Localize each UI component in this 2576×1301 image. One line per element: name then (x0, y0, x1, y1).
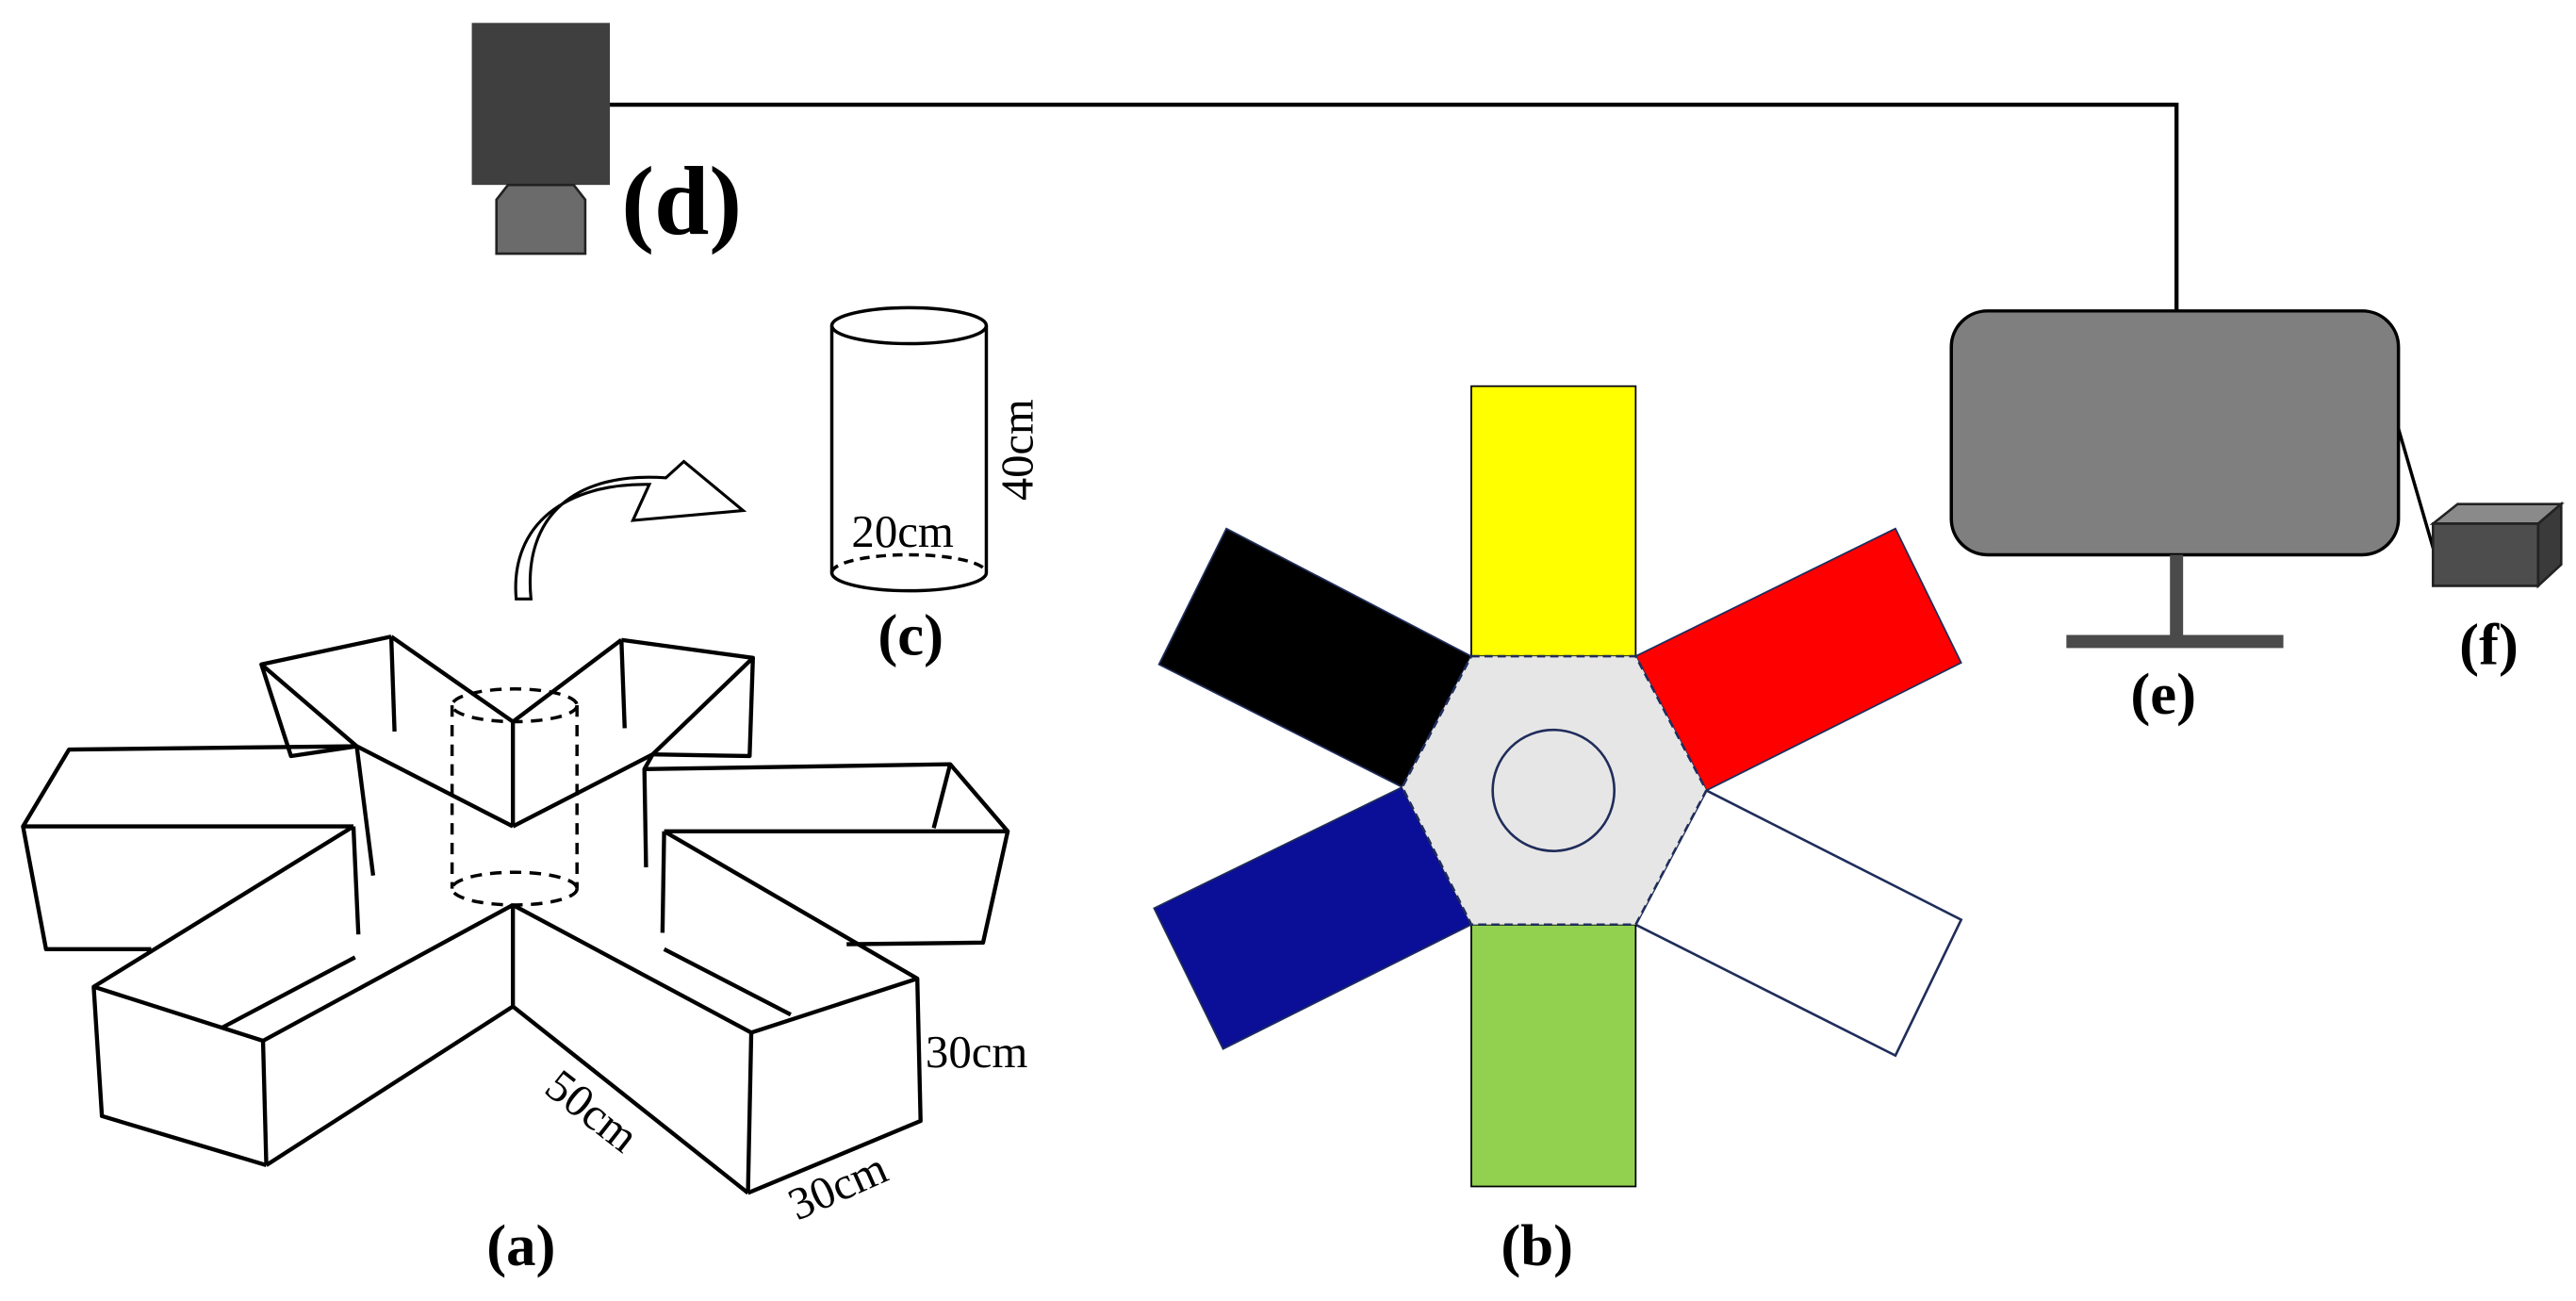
maze-center-back-left (355, 744, 515, 829)
maze-center-cylinder (450, 687, 579, 907)
maze-arm-left-inner-a (354, 746, 376, 876)
maze-arm-bottom-left-front (260, 1040, 269, 1165)
cylinder-bottom-back (829, 552, 989, 573)
maze-front-left-bottom (265, 1004, 515, 1167)
maze-center-back-right (512, 752, 654, 829)
maze-arm-top-right (620, 637, 755, 759)
box-side (2536, 501, 2563, 589)
maze-arm-bottom-left-inner (221, 955, 356, 1030)
maze-cyl-bottom (450, 870, 579, 907)
maze-arm-top-right-diag (650, 656, 755, 756)
maze-arm-right-inner2 (660, 831, 666, 933)
maze-arm-left-inner-b (351, 826, 361, 935)
label-d: (d) (621, 146, 742, 255)
box-front (2431, 522, 2540, 587)
maze-arm-bottom-left (91, 824, 355, 1168)
hub-hexagon (1401, 654, 1708, 927)
computer-box (2429, 501, 2565, 589)
arm-green (1470, 923, 1637, 1188)
maze-arm-bottom-right-front (746, 1032, 754, 1194)
label-e: (e) (2130, 661, 2196, 727)
cylinder-top (829, 305, 989, 346)
maze-arm-bottom-right-inner (663, 947, 792, 1017)
cylinder-bottom-front (829, 572, 989, 593)
maze-arm-left (21, 744, 357, 951)
maze-arm-top-right-edge (619, 639, 627, 729)
maze-front-right-top (512, 903, 753, 1035)
monitor-stand (2170, 554, 2184, 638)
monitor-to-box-cable (2396, 428, 2437, 554)
maze-arm-top-left-edge (388, 636, 397, 732)
maze-arm-bottom-left-top (92, 984, 264, 1044)
maze-arm-bottom-right (663, 829, 923, 1195)
monitor-base (2066, 634, 2284, 649)
camera-body (471, 23, 611, 186)
cylinder (829, 305, 989, 593)
maze-top-view (1153, 385, 1963, 1188)
camera (471, 23, 611, 255)
label-b: (b) (1501, 1212, 1573, 1278)
maze-length-dim: 50cm (536, 1060, 648, 1162)
curved-arrow (514, 459, 747, 601)
hub-start-circle (1491, 728, 1616, 852)
maze-arm-top-left-diag (259, 663, 358, 749)
maze-arm-top-left-inner (389, 634, 515, 724)
cylinder-diameter-dim: 20cm (851, 506, 954, 557)
maze-arm-top-left (259, 634, 392, 759)
maze-3d (21, 634, 1010, 1195)
maze-arm-right-inner (642, 768, 648, 868)
maze-arm-right (642, 753, 1010, 947)
maze-front-right-bottom (511, 1004, 749, 1195)
maze-arm-top-right-inner (511, 637, 623, 724)
maze-arm-right-top (931, 764, 953, 829)
arm-yellow (1470, 385, 1637, 657)
camera-cable (610, 102, 2179, 311)
label-a: (a) (486, 1212, 555, 1278)
maze-arm-bottom-right-top (750, 976, 918, 1035)
cylinder-height-dim: 40cm (992, 399, 1042, 501)
camera-lens (495, 183, 587, 255)
monitor-screen (1949, 309, 2401, 557)
label-f: (f) (2459, 612, 2519, 678)
label-c: (c) (878, 601, 943, 667)
monitor (1949, 309, 2401, 649)
maze-height-dim: 30cm (926, 1027, 1028, 1078)
maze-front-left-top (262, 903, 515, 1043)
